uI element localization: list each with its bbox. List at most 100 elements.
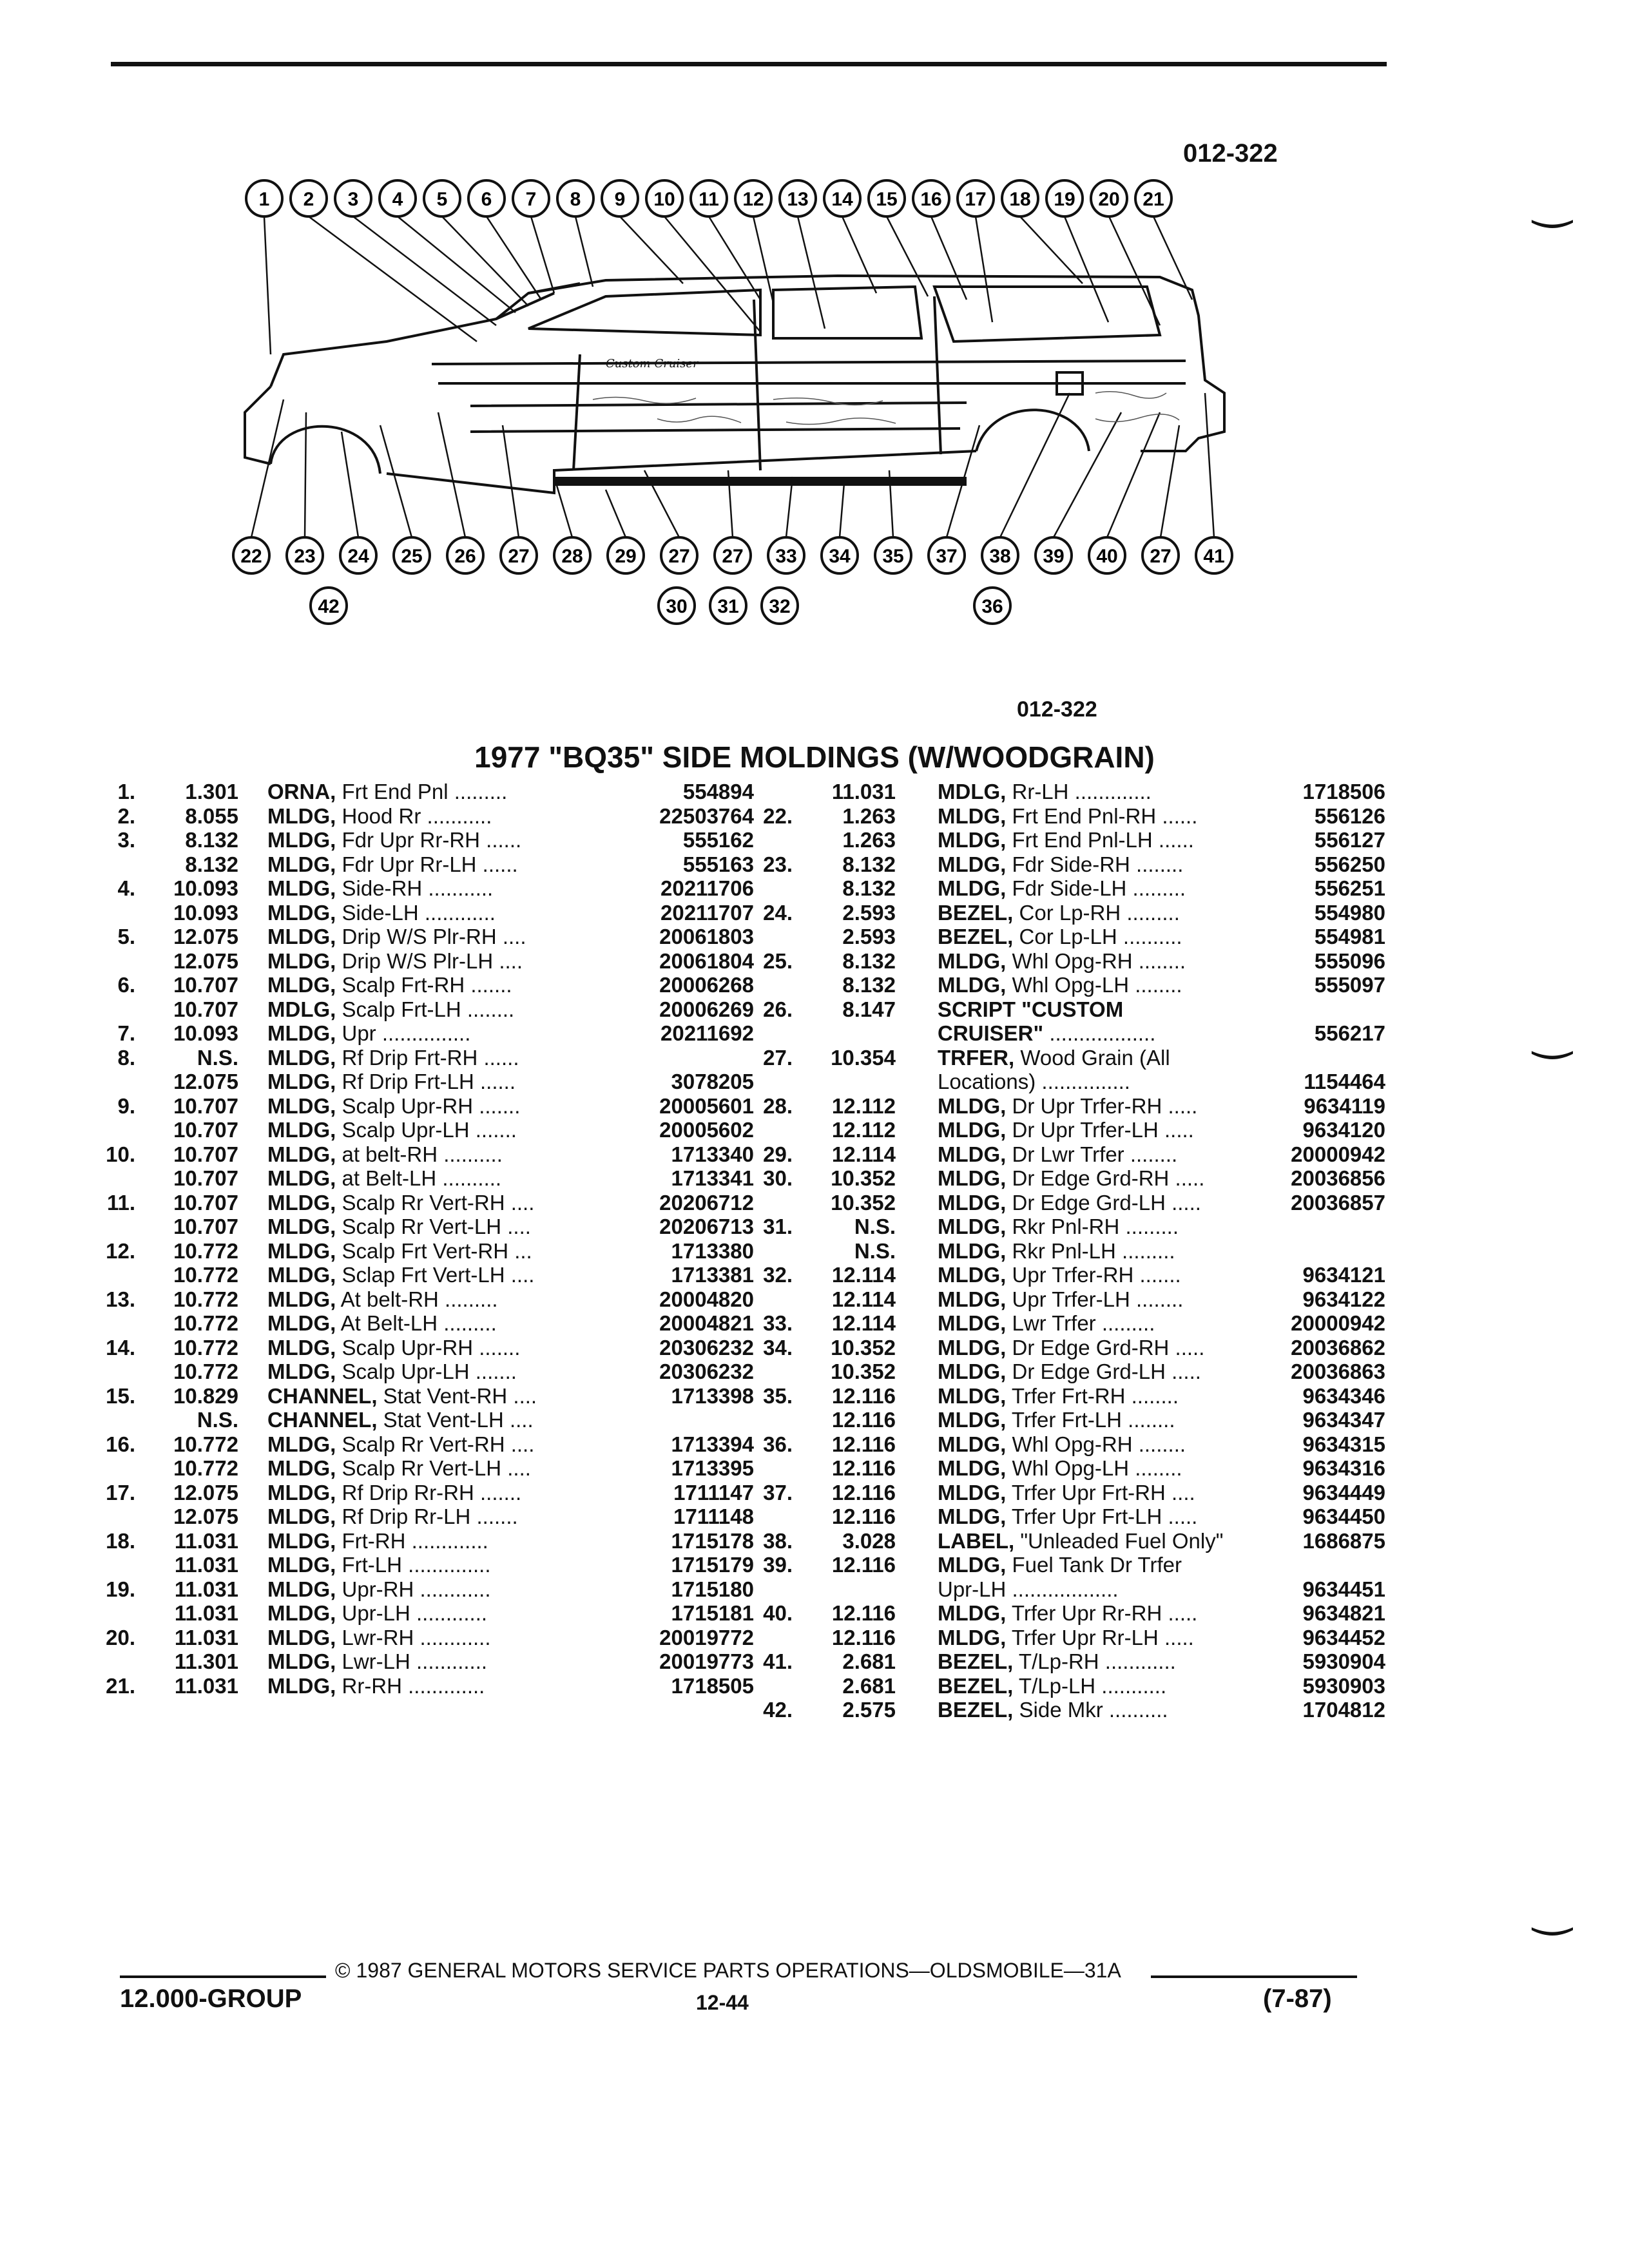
callout-circle: 5 [423, 179, 461, 218]
part-detail: Dr Lwr Trfer ........ [1006, 1142, 1178, 1166]
leader-line [352, 216, 497, 326]
callout-number: 12 [742, 189, 764, 210]
callout-circle: 15 [867, 179, 906, 218]
part-type: MLDG, [938, 828, 1007, 852]
part-number: 20206713 [659, 1215, 754, 1238]
binder-mark-icon: ‿ [1534, 1881, 1571, 1936]
group-number: 10.352 [831, 1360, 896, 1383]
part-detail: Upr Trfer-LH ........ [1006, 1287, 1184, 1311]
part-description: MLDG, Fdr Side-LH ......... [938, 876, 1298, 901]
callout-circle: 18 [1001, 179, 1039, 218]
part-type: MLDG, [938, 852, 1007, 876]
leader-line [796, 216, 826, 329]
part-number: 20000942 [1291, 1142, 1385, 1166]
callout-circle: 37 [927, 536, 966, 575]
footer-rule-left [120, 1975, 326, 1978]
callout-circle: 9 [601, 179, 639, 218]
footer-date: (7-87) [1263, 1984, 1332, 2013]
group-number: 10.707 [173, 1190, 238, 1215]
part-description: MLDG, Hood Rr ........... [267, 804, 654, 829]
leader-line [1063, 216, 1110, 323]
part-description: MLDG, Scalp Frt-RH ....... [267, 973, 654, 997]
part-detail: At belt-RH ......... [336, 1287, 498, 1311]
item-number: 16. [106, 1432, 135, 1456]
part-type: MLDG, [938, 1311, 1007, 1335]
group-number: 10.707 [173, 1142, 238, 1166]
part-description: Locations) ............... [938, 1070, 1298, 1094]
part-detail: Trfer Frt-RH ........ [1006, 1383, 1179, 1408]
callout-circle: 16 [912, 179, 950, 218]
part-number: 22503764 [659, 803, 754, 828]
part-number: 555097 [1314, 973, 1385, 997]
part-detail: at Belt-LH .......... [336, 1166, 502, 1190]
part-detail: T/Lp-RH ............ [1013, 1649, 1176, 1673]
callout-number: 5 [437, 189, 448, 210]
part-type: SCRIPT "CUSTOM [938, 997, 1124, 1021]
callout-circle: 17 [956, 179, 995, 218]
part-detail: Dr Edge Grd-LH ..... [1006, 1190, 1201, 1215]
item-number: 18. [106, 1528, 135, 1553]
callout-number: 33 [775, 546, 796, 567]
part-description: Upr-LH .................. [938, 1577, 1298, 1602]
part-description: MLDG, Dr Edge Grd-LH ..... [938, 1360, 1298, 1384]
group-number: 2.593 [842, 900, 896, 925]
item-number: 27. [763, 1045, 793, 1070]
part-type: CRUISER" [938, 1021, 1044, 1045]
callout-number: 8 [570, 189, 581, 210]
part-number: 1715181 [671, 1601, 754, 1625]
part-type: BEZEL, [938, 1649, 1014, 1673]
leader-line [1204, 392, 1215, 538]
item-number: 32. [763, 1263, 793, 1287]
part-type: MLDG, [267, 1045, 336, 1070]
callout-circle: 27 [1141, 536, 1180, 575]
group-number: 10.352 [831, 1335, 896, 1360]
part-detail: Scalp Frt-RH ....... [336, 973, 512, 997]
callout-circle: 30 [657, 586, 696, 625]
part-number: 1713395 [671, 1456, 754, 1480]
part-type: MLDG, [267, 852, 336, 876]
group-number: 10.707 [173, 1118, 238, 1142]
part-number: 9634316 [1302, 1456, 1385, 1480]
part-number: 554980 [1314, 900, 1385, 925]
leader-line [1159, 425, 1181, 538]
part-number: 1711148 [673, 1504, 754, 1528]
item-number: 41. [763, 1649, 793, 1673]
part-detail: Lwr-RH ............ [336, 1625, 491, 1649]
part-description: SCRIPT "CUSTOM [938, 997, 1298, 1022]
part-description: MLDG, Side-RH ........... [267, 876, 654, 901]
part-description: MLDG, Frt-RH ............. [267, 1529, 654, 1553]
part-detail: "Unleaded Fuel Only" [1014, 1528, 1224, 1553]
callout-number: 17 [965, 189, 986, 210]
callout-number: 41 [1203, 546, 1224, 567]
part-description: MLDG, at Belt-LH .......... [267, 1166, 654, 1191]
part-description: MLDG, Scalp Upr-LH ....... [267, 1360, 654, 1384]
group-number: 11.031 [174, 1601, 238, 1625]
part-description: MLDG, Rf Drip Rr-RH ....... [267, 1481, 654, 1505]
part-description: MLDG, Scalp Rr Vert-LH .... [267, 1215, 654, 1239]
part-type: MLDG, [938, 1601, 1007, 1625]
callout-number: 22 [240, 546, 262, 567]
group-number: 10.352 [831, 1166, 896, 1190]
group-number: 12.116 [831, 1480, 896, 1504]
part-type: MLDG, [267, 1263, 336, 1287]
item-number: 30. [763, 1166, 793, 1190]
group-number: 12.116 [831, 1625, 896, 1649]
callout-circle: 21 [1134, 179, 1173, 218]
part-type: MLDG, [267, 925, 336, 948]
part-number: 20306232 [659, 1335, 754, 1360]
part-number: 20036856 [1291, 1166, 1385, 1190]
part-detail: Drip W/S Plr-RH .... [336, 925, 526, 948]
